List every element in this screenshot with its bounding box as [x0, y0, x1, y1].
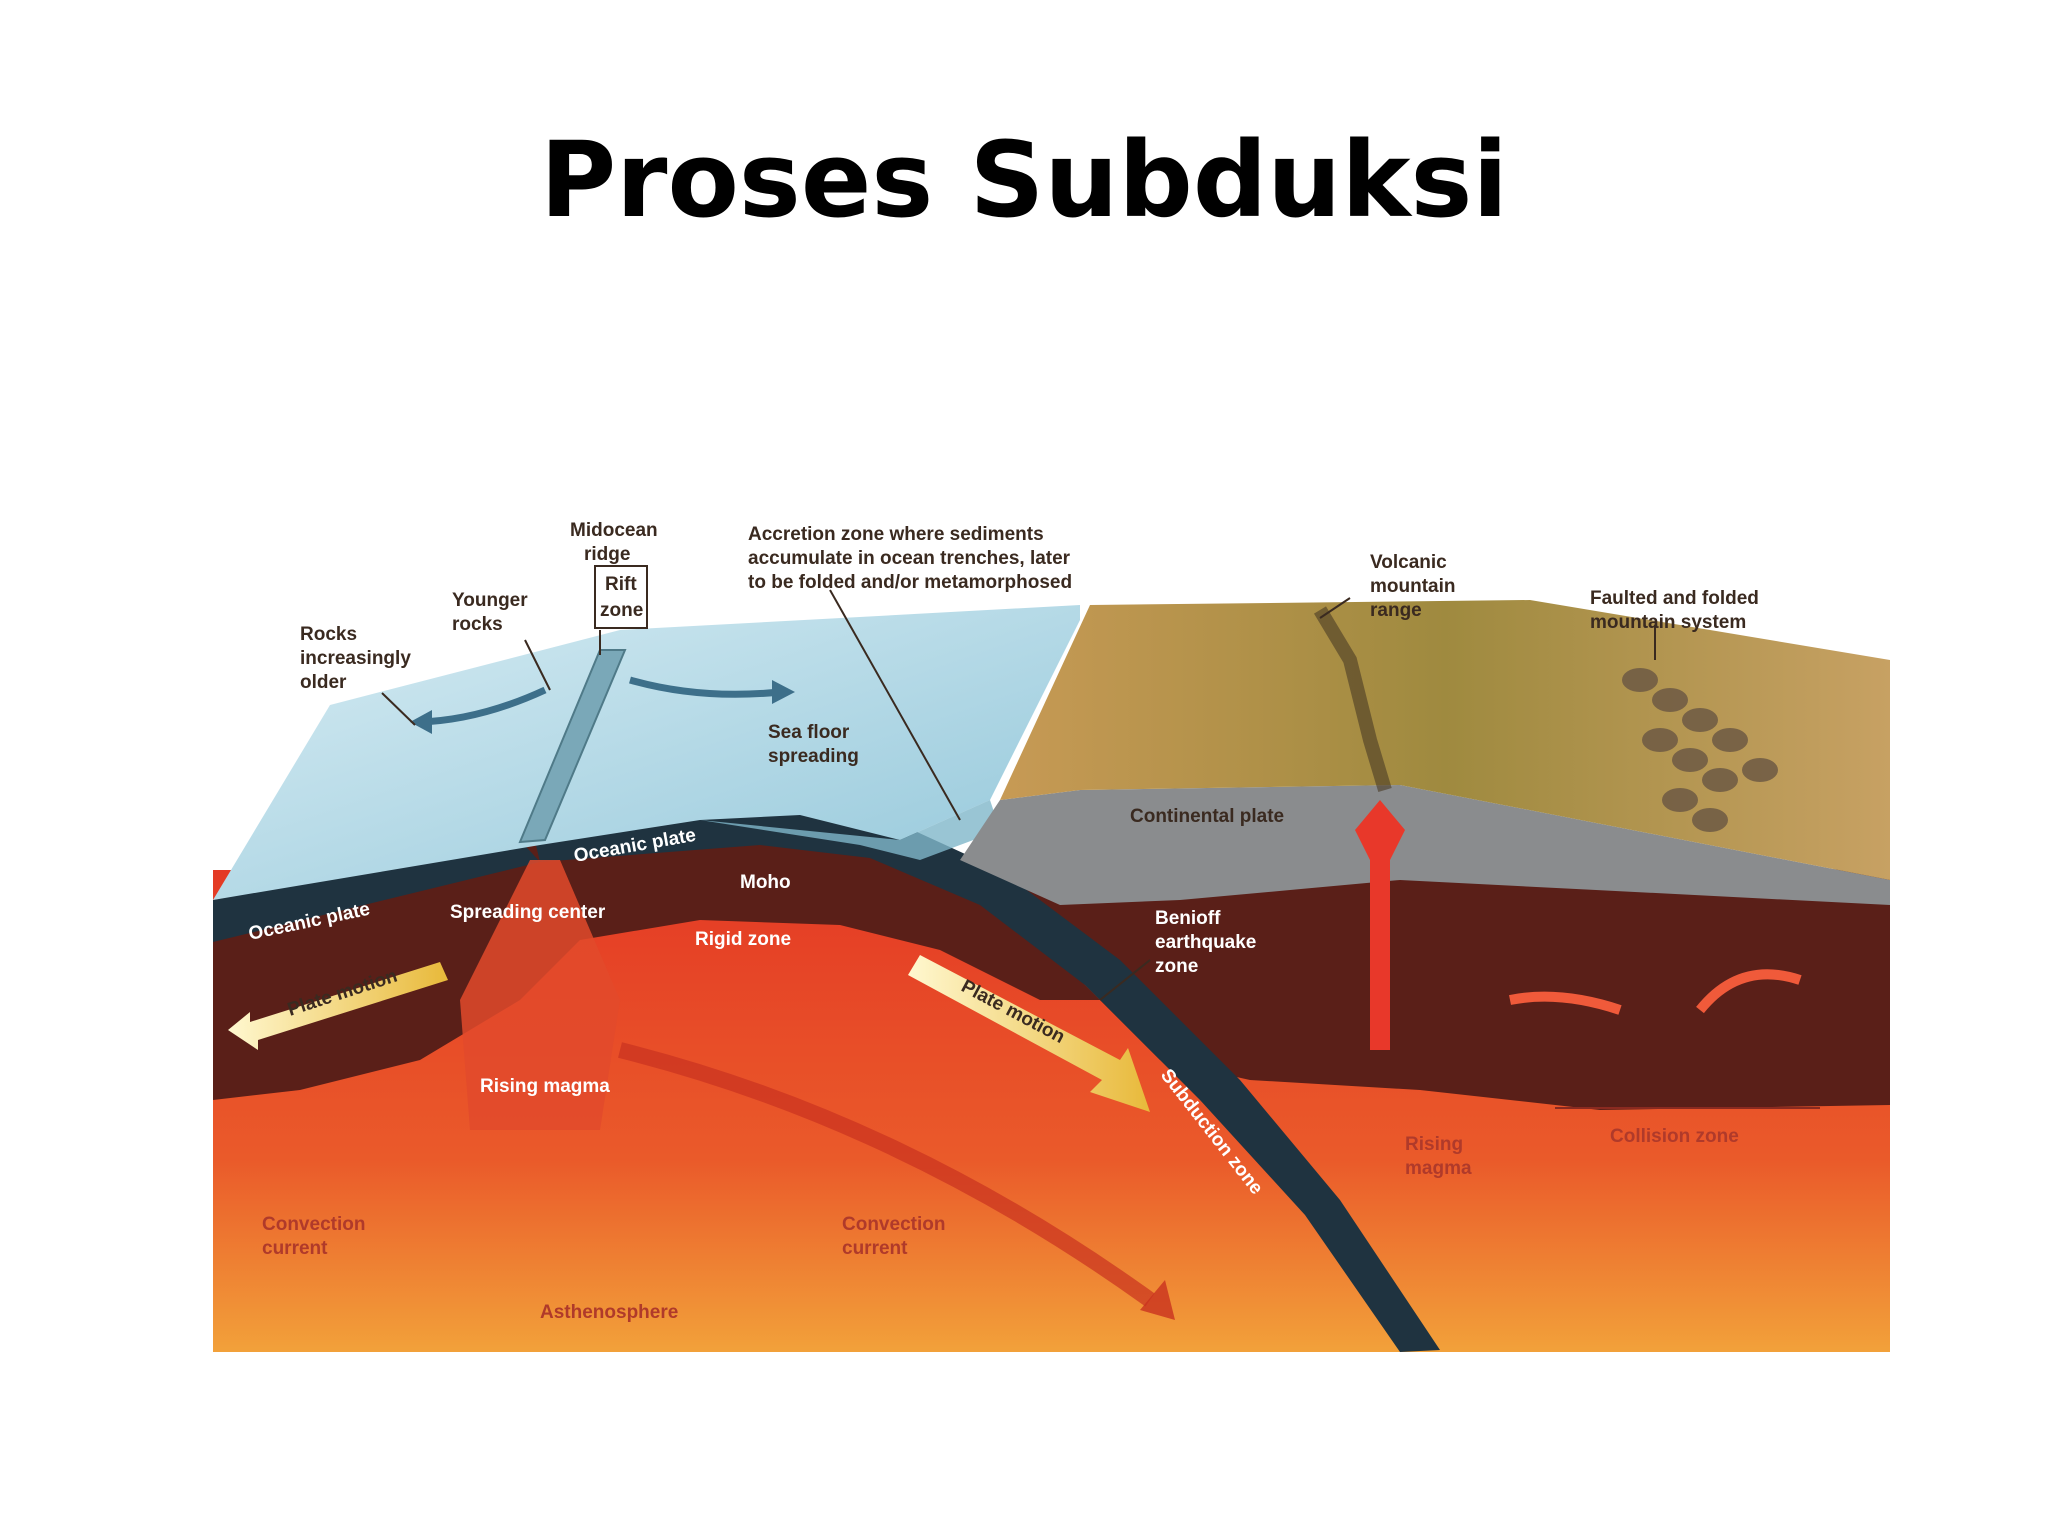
- continental-crust: [960, 785, 1890, 905]
- label-rocks-older-1: Rocks: [300, 624, 357, 645]
- label-spreading-center: Spreading center: [450, 902, 606, 923]
- leader-accretion: [829, 589, 961, 821]
- label-accretion-3: to be folded and/or metamorphosed: [748, 572, 1072, 593]
- label-rocks-older-3: older: [300, 672, 347, 693]
- label-rising-magma-right-2: magma: [1405, 1158, 1472, 1179]
- faulted-mountains: [1622, 668, 1778, 832]
- leader-rocks-older: [381, 692, 416, 726]
- label-rift-2: zone: [600, 600, 643, 621]
- label-faulted-1: Faulted and folded: [1590, 588, 1759, 609]
- label-rigid-zone: Rigid zone: [695, 929, 791, 950]
- label-volcanic-2: mountain: [1370, 576, 1456, 597]
- spreading-arrow-right: [629, 676, 781, 698]
- ocean-top: [213, 605, 1080, 900]
- label-benioff-3: zone: [1155, 956, 1198, 977]
- leader-younger-rocks: [524, 639, 551, 691]
- label-rocks-older-2: increasingly: [300, 648, 411, 669]
- rift-zone: [518, 649, 627, 844]
- label-rising-magma-center: Rising magma: [480, 1076, 610, 1097]
- spreading-arrowhead-left: [410, 710, 432, 734]
- leader-volcanic: [1319, 597, 1351, 619]
- lithosphere-left: [213, 832, 1100, 1100]
- label-volcanic-3: range: [1370, 600, 1422, 621]
- label-convection-left-2: current: [262, 1238, 328, 1259]
- convection-arrow-center: [618, 1042, 1155, 1307]
- label-convection-center-2: current: [842, 1238, 908, 1259]
- label-asthenosphere: Asthenosphere: [540, 1302, 678, 1323]
- label-rising-magma-right-1: Rising: [1405, 1134, 1463, 1155]
- magma-plume-right: [1355, 800, 1405, 1050]
- slide-title: Proses Subduksi: [539, 119, 1509, 241]
- leader-benioff: [1099, 959, 1151, 1001]
- label-moho: Moho: [740, 872, 791, 893]
- subducting-slab: [530, 800, 1440, 1352]
- plate-motion-arrow-left: [228, 962, 448, 1050]
- land-surface: [1000, 600, 1890, 880]
- collision-arrow-left: [1509, 991, 1622, 1015]
- plate-motion-arrow-right: [908, 955, 1150, 1112]
- spreading-arrowhead-right: [772, 680, 795, 704]
- collision-arrow-right: [1696, 969, 1802, 1014]
- label-rift-1: Rift: [605, 574, 637, 595]
- convection-arrowhead-center: [1140, 1280, 1175, 1320]
- label-benioff-1: Benioff: [1155, 908, 1221, 929]
- label-accretion-1: Accretion zone where sediments: [748, 524, 1044, 545]
- label-younger-1: Younger: [452, 590, 528, 611]
- volcanic-range: [1313, 606, 1392, 793]
- label-sea-floor-2: spreading: [768, 746, 859, 767]
- label-midocean-2: ridge: [584, 544, 630, 565]
- label-continental-plate: Continental plate: [1130, 806, 1284, 827]
- label-benioff-2: earthquake: [1155, 932, 1256, 953]
- label-younger-2: rocks: [452, 614, 503, 635]
- rift-zone-box: [594, 565, 648, 629]
- oceanic-plate-left-strip: [213, 840, 540, 942]
- ocean-face: [700, 800, 1000, 860]
- label-collision-zone: Collision zone: [1610, 1126, 1739, 1147]
- label-convection-center-1: Convection: [842, 1214, 945, 1235]
- label-sea-floor-1: Sea floor: [768, 722, 850, 743]
- spreading-arrow-left: [419, 686, 547, 726]
- label-midocean-1: Midocean: [570, 520, 658, 541]
- label-accretion-2: accumulate in ocean trenches, later: [748, 548, 1071, 569]
- label-faulted-2: mountain system: [1590, 612, 1746, 633]
- label-convection-left-1: Convection: [262, 1214, 365, 1235]
- label-volcanic-1: Volcanic: [1370, 552, 1447, 573]
- spreading-center-magma: [460, 860, 620, 1130]
